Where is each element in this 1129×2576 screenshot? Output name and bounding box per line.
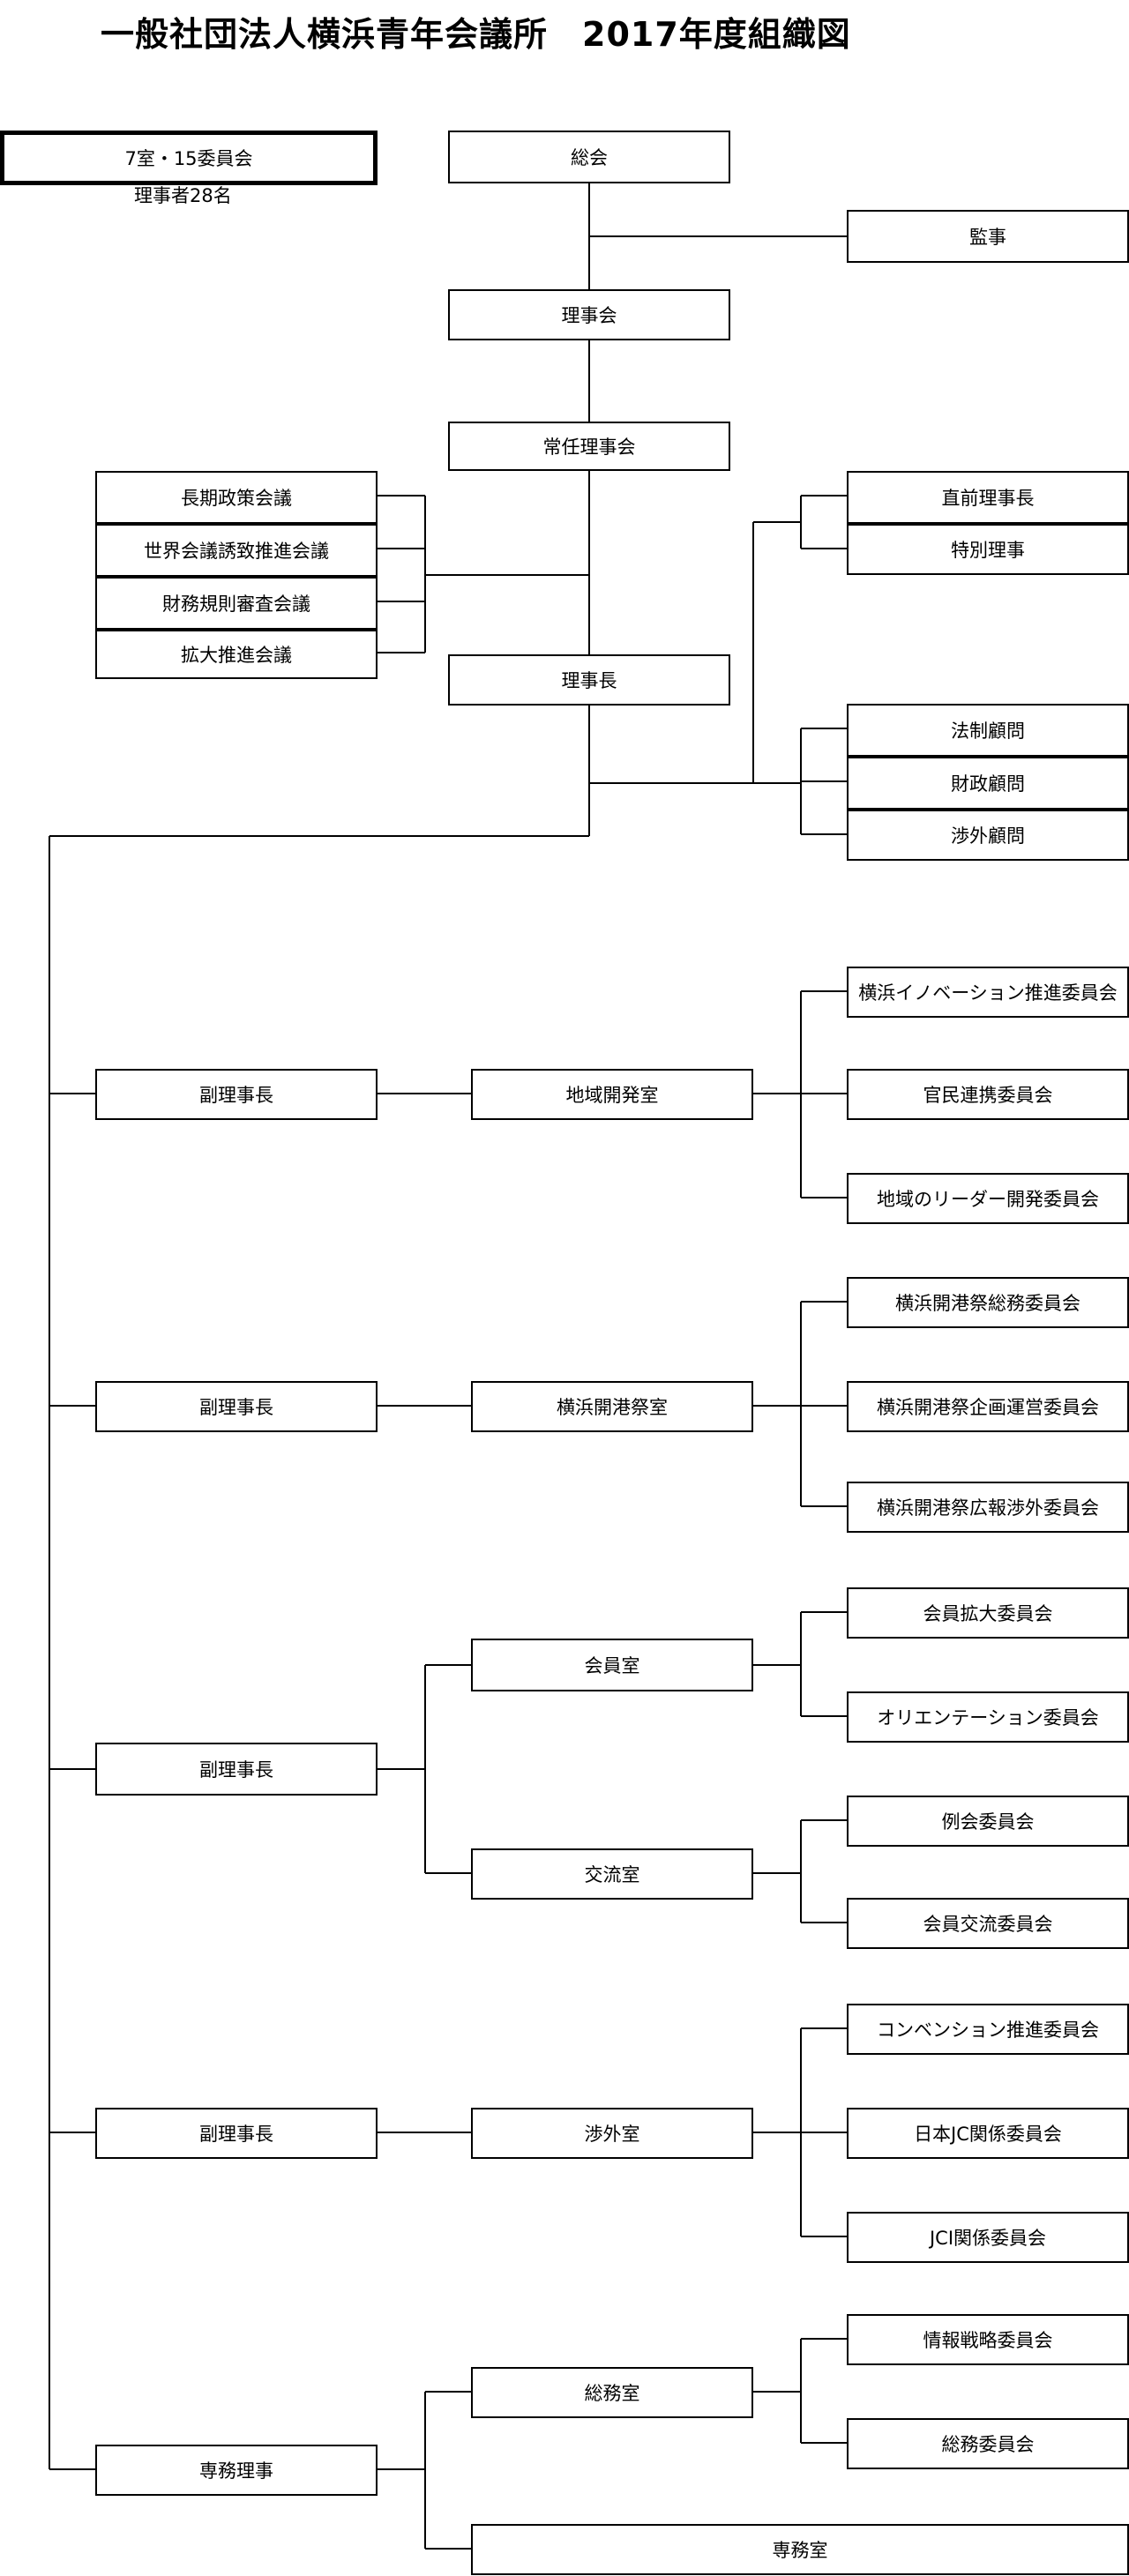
advisor-box: 特別理事	[847, 524, 1129, 575]
room-box: 地域開発室	[471, 1069, 753, 1120]
committee-box: JCI関係委員会	[847, 2212, 1129, 2263]
node-general-meeting: 総会	[448, 131, 730, 183]
node-auditor: 監事	[847, 210, 1129, 263]
advisor-box: 法制顧問	[847, 704, 1129, 757]
committee-box: 情報戦略委員会	[847, 2314, 1129, 2365]
committee-box: 横浜開港祭企画運営委員会	[847, 1381, 1129, 1432]
committee-box: 地域のリーダー開発委員会	[847, 1173, 1129, 1224]
summary-box: 7室・15委員会	[0, 131, 378, 185]
committee-box: 会員拡大委員会	[847, 1587, 1129, 1639]
committee-box: 例会委員会	[847, 1796, 1129, 1847]
division-head: 副理事長	[95, 2108, 378, 2159]
division-head: 副理事長	[95, 1069, 378, 1120]
room-box: 交流室	[471, 1848, 753, 1900]
committee-box: コンベンション推進委員会	[847, 2004, 1129, 2055]
committee-box: 横浜開港祭総務委員会	[847, 1277, 1129, 1328]
advisor-box: 渉外顧問	[847, 810, 1129, 861]
committee-box: オリエンテーション委員会	[847, 1691, 1129, 1743]
page-title: 一般社団法人横浜青年会議所 2017年度組織図	[101, 15, 851, 54]
committee-box: 横浜開港祭広報渉外委員会	[847, 1482, 1129, 1533]
node-executive-board: 常任理事会	[448, 422, 730, 471]
room-box: 横浜開港祭室	[471, 1381, 753, 1432]
committee-box: 会員交流委員会	[847, 1898, 1129, 1949]
council-box: 拡大推進会議	[95, 630, 378, 679]
summary-note: 理事者28名	[134, 185, 232, 206]
division-head: 専務理事	[95, 2445, 378, 2496]
room-box: 総務室	[471, 2367, 753, 2418]
advisor-box: 直前理事長	[847, 471, 1129, 524]
room-box: 渉外室	[471, 2108, 753, 2159]
committee-box: 官民連携委員会	[847, 1069, 1129, 1120]
committee-box: 総務委員会	[847, 2418, 1129, 2469]
room-box: 専務室	[471, 2524, 1129, 2575]
advisor-box: 財政顧問	[847, 757, 1129, 810]
division-head: 副理事長	[95, 1381, 378, 1432]
node-board: 理事会	[448, 289, 730, 340]
node-president: 理事長	[448, 654, 730, 706]
council-box: 世界会議誘致推進会議	[95, 524, 378, 577]
committee-box: 横浜イノベーション推進委員会	[847, 967, 1129, 1018]
council-box: 財務規則審査会議	[95, 577, 378, 630]
room-box: 会員室	[471, 1639, 753, 1691]
division-head: 副理事長	[95, 1743, 378, 1796]
council-box: 長期政策会議	[95, 471, 378, 524]
committee-box: 日本JC関係委員会	[847, 2108, 1129, 2159]
